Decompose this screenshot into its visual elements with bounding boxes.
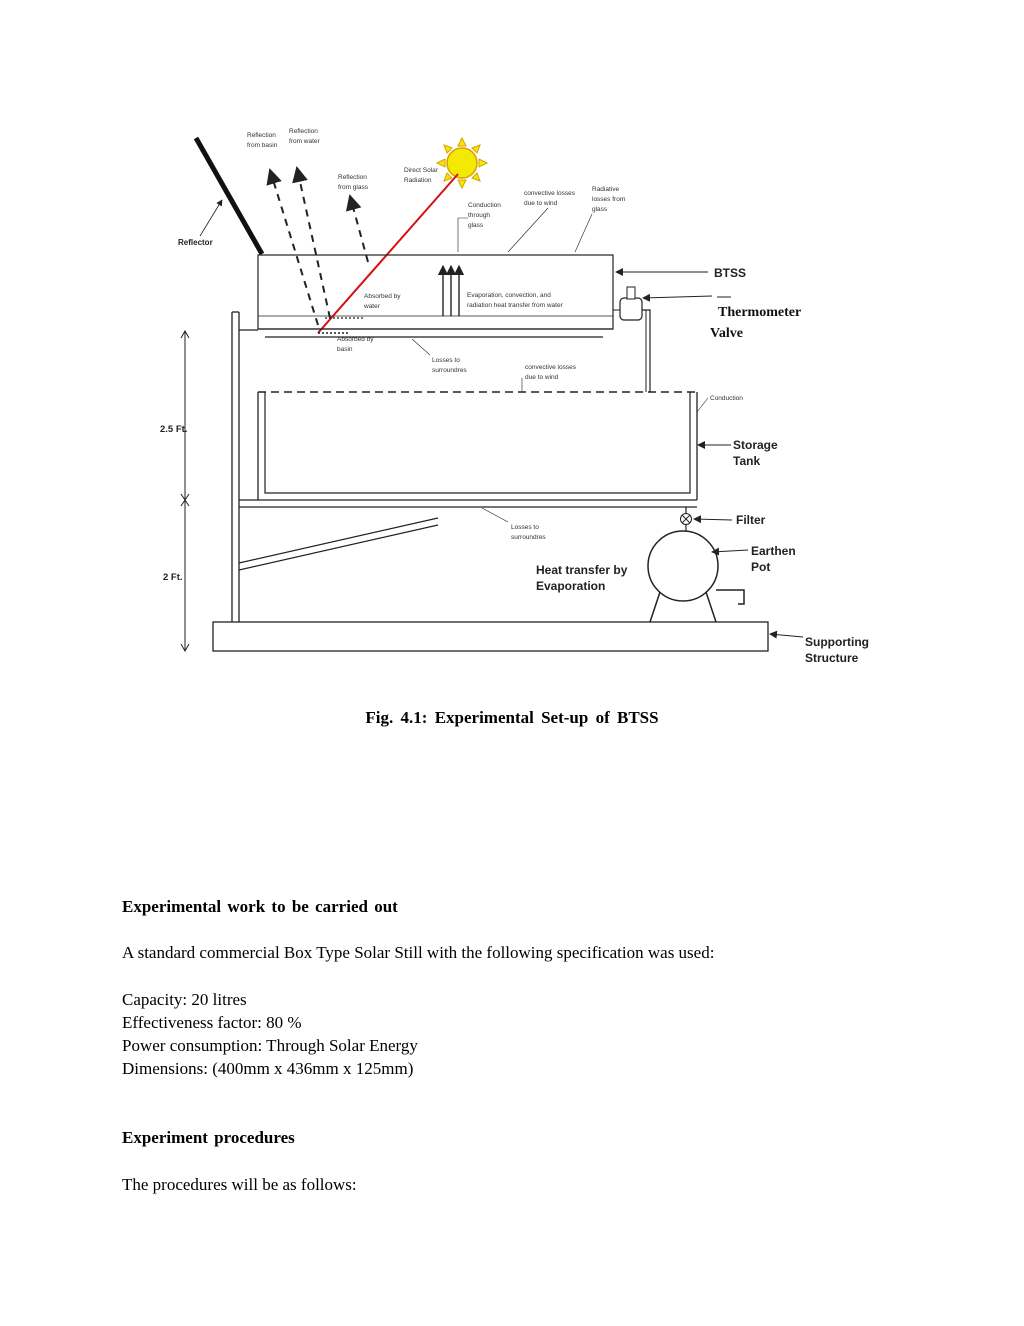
thermometer-label: Thermometer: [718, 305, 801, 320]
reflection-glass-arrow: [345, 194, 369, 263]
section-intro-procedures: The procedures will be as follows:: [122, 1175, 357, 1194]
spec-power: Power consumption: Through Solar Energy: [122, 1036, 418, 1055]
supporting-base: [212, 621, 769, 652]
spec-capacity: Capacity: 20 litres: [122, 990, 247, 1009]
section-heading-procedures: Experiment procedures: [122, 1128, 295, 1147]
btss-label: BTSS: [714, 266, 746, 280]
storage-tank: [257, 391, 698, 500]
reflection-basin-arrow: [266, 168, 319, 326]
btss-setup-diagram: Reflector: [160, 128, 869, 665]
conduction-label: Conduction: [710, 395, 743, 402]
spec-list: Capacity: 20 litres Effectiveness factor…: [122, 988, 418, 1080]
btss-box: [257, 254, 614, 330]
valve-label: Valve: [710, 326, 743, 341]
reflector: [193, 136, 265, 256]
figure-caption: Fig. 4.1: Experimental Set-up of BTSS: [365, 708, 659, 727]
reflector-label: Reflector: [178, 238, 213, 247]
thermometer-valve: [619, 297, 643, 321]
reflection-water-arrow: [292, 166, 331, 319]
section-heading-experimental-work: Experimental work to be carried out: [122, 897, 398, 916]
earthen-pot: [647, 530, 745, 623]
filter-label: Filter: [736, 513, 766, 527]
spec-dimensions: Dimensions: (400mm x 436mm x 125mm): [122, 1059, 414, 1078]
section-intro-specification: A standard commercial Box Type Solar Sti…: [122, 943, 715, 962]
sun-icon: [435, 136, 489, 190]
height-lower-label: 2 Ft.: [163, 572, 183, 583]
height-upper-label: 2.5 Ft.: [160, 424, 187, 435]
spec-effectiveness: Effectiveness factor: 80 %: [122, 1013, 302, 1032]
direct-solar-ray: [317, 173, 459, 334]
